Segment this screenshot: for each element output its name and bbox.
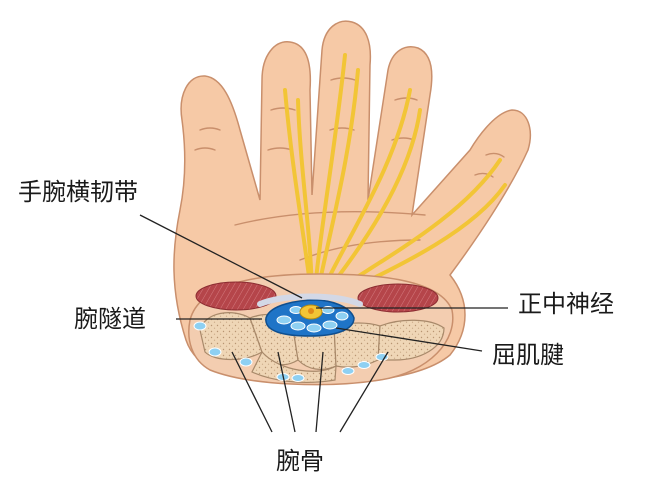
peripheral-vessels	[193, 321, 389, 382]
hypothenar-muscle	[357, 283, 439, 313]
leader-bone-1	[231, 351, 273, 433]
transverse-ligament	[257, 293, 363, 307]
label-transverse-ligament: 手腕横韧带	[18, 178, 138, 206]
label-carpal-bones: 腕骨	[276, 447, 324, 475]
leader-lines	[139, 214, 508, 433]
median-nerve-cross-section	[299, 304, 323, 320]
leader-bone-4	[339, 351, 389, 433]
leader-bone-3	[315, 351, 324, 433]
leader-bone-2	[277, 351, 296, 433]
thenar-muscle	[195, 281, 277, 311]
leader-flexor-tendon	[335, 327, 483, 352]
label-median-nerve: 正中神经	[518, 290, 614, 318]
label-carpal-tunnel: 腕隧道	[74, 305, 146, 333]
label-flexor-tendons: 屈肌腱	[492, 341, 564, 369]
leader-transverse-ligament	[139, 214, 303, 299]
